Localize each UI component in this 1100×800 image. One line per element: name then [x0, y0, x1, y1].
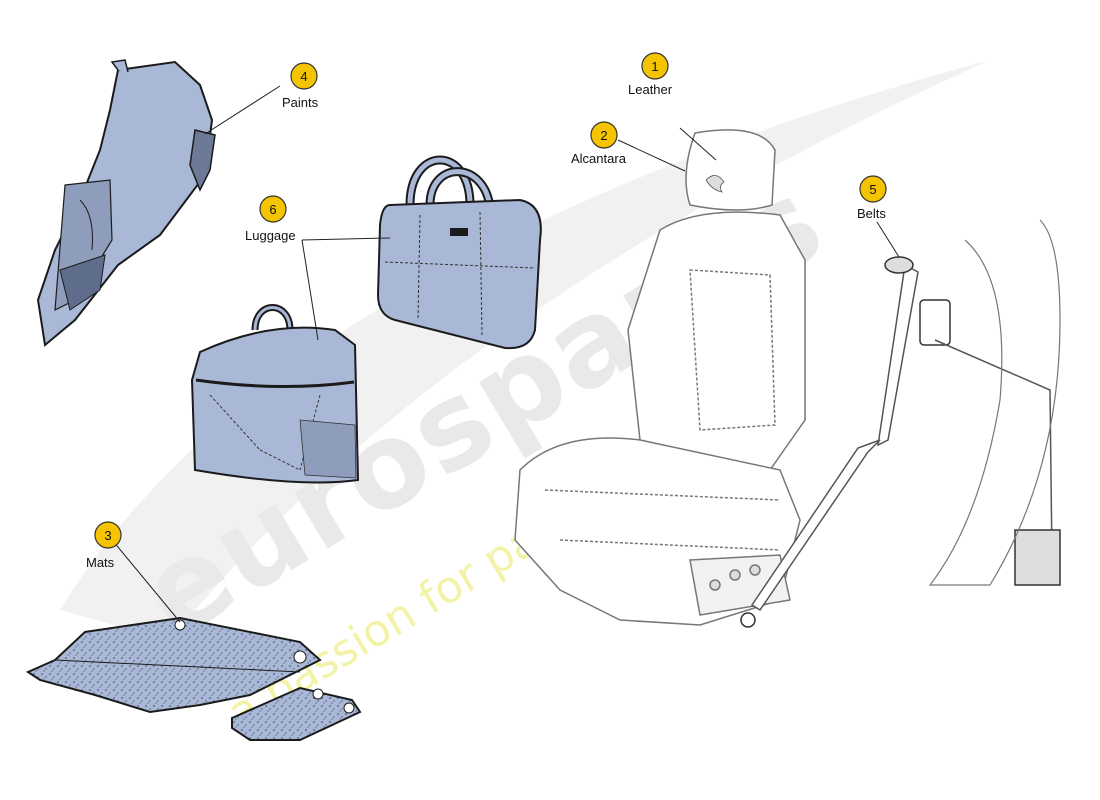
leader-line-2	[617, 139, 686, 172]
callout-2: 2 Alcantara	[571, 121, 627, 166]
callout-2-label: Alcantara	[571, 151, 627, 166]
watermark-swoosh	[60, 60, 990, 640]
seat-drawing	[514, 129, 806, 626]
callout-5: 5 Belts	[857, 175, 887, 221]
garment-bag-part	[190, 304, 360, 484]
body-panel-part	[36, 59, 216, 347]
leader-line-1	[679, 127, 717, 161]
callout-5-number: 5	[869, 182, 876, 197]
callout-4-label: Paints	[282, 95, 319, 110]
leader-lines	[107, 85, 900, 623]
callout-3-label: Mats	[86, 555, 115, 570]
briefcase-bag-part	[376, 155, 542, 350]
leader-line-5	[876, 221, 900, 258]
leader-line-6a	[301, 237, 391, 241]
leader-line-6b	[301, 239, 319, 341]
callout-3-number: 3	[104, 528, 111, 543]
callout-3: 3 Mats	[86, 521, 122, 570]
callout-5-label: Belts	[857, 206, 886, 221]
leader-line-3	[107, 534, 181, 623]
seat-belt-part	[740, 219, 1061, 628]
callout-4: 4 Paints	[282, 62, 319, 110]
callout-4-number: 4	[300, 69, 307, 84]
callout-1-label: Leather	[628, 82, 673, 97]
leader-line-4	[204, 85, 281, 135]
floor-mats-part	[25, 616, 362, 741]
callout-6-label: Luggage	[245, 228, 296, 243]
callout-6: 6 Luggage	[245, 195, 296, 243]
callout-2-number: 2	[600, 128, 607, 143]
callout-6-number: 6	[269, 202, 276, 217]
callout-1: 1 Leather	[628, 52, 673, 97]
callout-1-number: 1	[651, 59, 658, 74]
